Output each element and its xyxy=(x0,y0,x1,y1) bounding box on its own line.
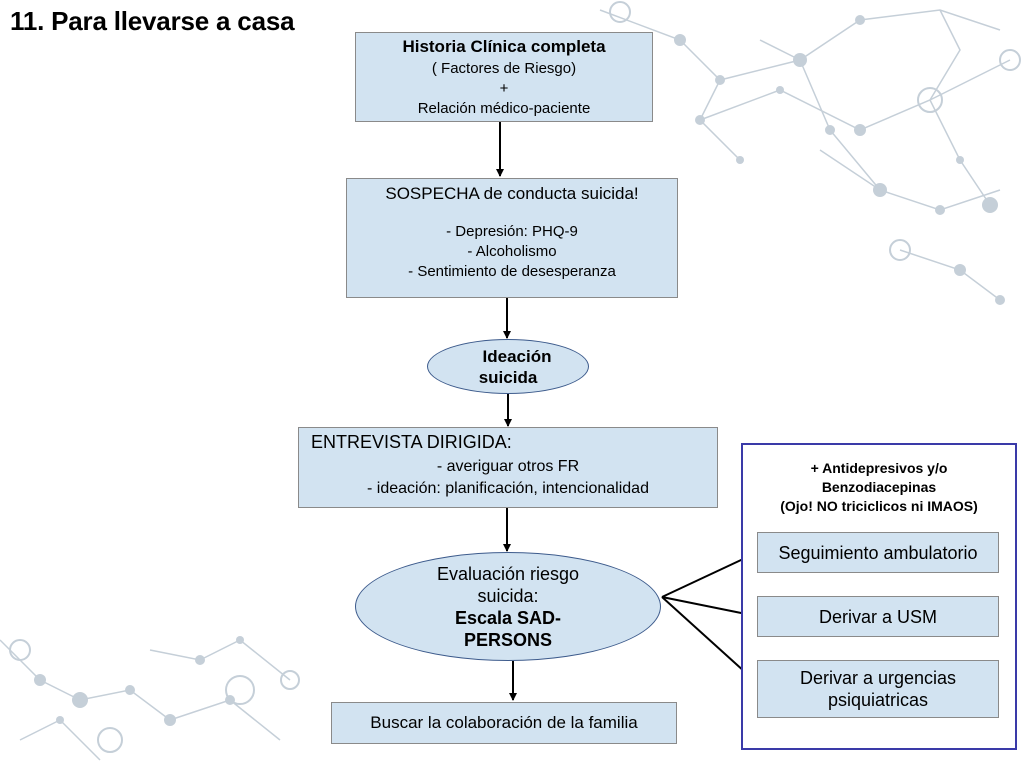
medicacion-line1: + Antidepresivos y/o xyxy=(810,460,948,476)
evaluacion-line3: Escala SAD- xyxy=(454,607,562,628)
entrevista-heading: ENTREVISTA DIRIGIDA: xyxy=(311,432,512,452)
ideacion-line2: suicida xyxy=(478,367,538,387)
medicacion-text: + Antidepresivos y/o Benzodiacepinas (Oj… xyxy=(743,459,1015,516)
evaluacion-line4: PERSONS xyxy=(463,629,553,650)
familia-label: Buscar la colaboración de la familia xyxy=(370,713,638,732)
colaboracion-familia-box: Buscar la colaboración de la familia xyxy=(331,702,677,744)
urgencias-line1: Derivar a urgencias xyxy=(799,668,957,688)
medicacion-line2: Benzodiacepinas xyxy=(821,479,937,495)
sospecha-item: - Alcoholismo xyxy=(467,243,557,260)
arrow-evaluacion-to-urgencias xyxy=(661,596,757,683)
evaluacion-line1: Evaluación riesgo xyxy=(436,563,580,584)
seguimiento-label: Seguimiento ambulatorio xyxy=(778,542,978,563)
usm-label: Derivar a USM xyxy=(818,606,938,627)
ideacion-line1: Ideación xyxy=(482,346,552,366)
historia-line2: Relación médico-paciente xyxy=(417,100,591,117)
sospecha-item: - Depresión: PHQ-9 xyxy=(446,223,578,240)
sospecha-heading: SOSPECHA de conducta suicida! xyxy=(385,184,639,203)
historia-plus: + xyxy=(499,80,509,97)
seguimiento-ambulatorio-box: Seguimiento ambulatorio xyxy=(757,532,999,573)
ideacion-suicida-oval: Ideación suicida xyxy=(427,339,589,394)
entrevista-item1: - averiguar otros FR xyxy=(436,458,580,475)
evaluacion-riesgo-oval: Evaluación riesgo suicida: Escala SAD- P… xyxy=(355,552,661,661)
sospecha-box: SOSPECHA de conducta suicida! - Depresió… xyxy=(346,178,678,298)
historia-clinica-box: Historia Clínica completa ( Factores de … xyxy=(355,32,653,122)
arrow-evaluacion-to-usm xyxy=(661,596,757,619)
derivar-usm-box: Derivar a USM xyxy=(757,596,999,637)
entrevista-dirigida-box: ENTREVISTA DIRIGIDA: - averiguar otros F… xyxy=(298,427,718,508)
historia-line1: ( Factores de Riesgo) xyxy=(431,60,577,77)
page-title: 11. Para llevarse a casa xyxy=(10,6,295,36)
urgencias-line2: psiquiatricas xyxy=(827,690,929,710)
entrevista-item2: - ideación: planificación, intencionalid… xyxy=(367,480,649,497)
derivar-urgencias-box: Derivar a urgencias psiquiatricas xyxy=(757,660,999,718)
medicacion-line3: (Ojo! NO triciclicos ni IMAOS) xyxy=(780,498,978,514)
historia-heading: Historia Clínica completa xyxy=(402,37,606,56)
arrow-evaluacion-to-seguimiento xyxy=(661,552,757,598)
evaluacion-line2: suicida: xyxy=(477,585,539,606)
sospecha-item: - Sentimiento de desesperanza xyxy=(408,263,616,280)
